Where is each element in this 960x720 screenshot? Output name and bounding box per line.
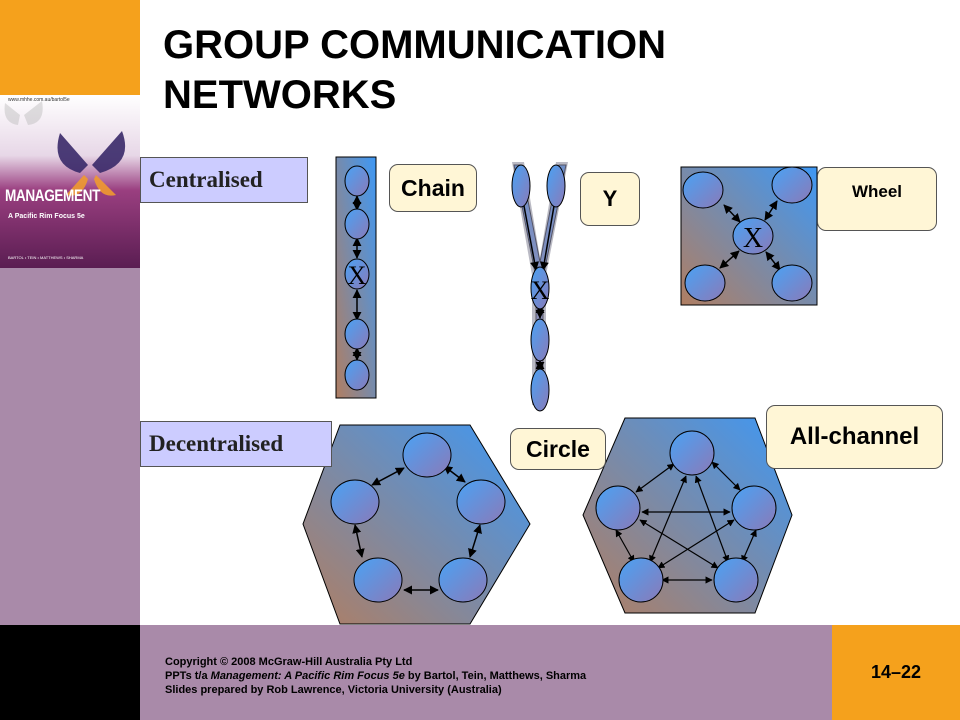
footer-black-block: [0, 625, 140, 720]
all-channel-node: [595, 485, 641, 531]
ppts-suffix: by Bartol, Tein, Matthews, Sharma: [404, 670, 587, 682]
y-hub-marker: X: [531, 276, 550, 305]
y-node: [530, 318, 550, 362]
centralised-label: Centralised: [140, 157, 308, 203]
ppts-prefix: PPTs t/a: [165, 670, 211, 682]
wheel-node: [684, 264, 726, 302]
wheel-hub-marker: X: [743, 223, 763, 254]
chain-hub-marker: X: [348, 261, 367, 290]
y-network: X: [511, 162, 568, 412]
ppts-line: PPTs t/a Management: A Pacific Rim Focus…: [165, 669, 586, 683]
wheel-node: [682, 171, 724, 209]
y-label: Y: [580, 172, 640, 226]
book-cover-image: www.mhhe.com.au/bartol5e MANAGEMENT A Pa…: [0, 95, 140, 268]
circle-node: [330, 479, 380, 525]
book-title: Management: A Pacific Rim Focus 5e: [210, 670, 405, 682]
wheel-node: [771, 166, 813, 204]
chain-label: Chain: [389, 164, 477, 212]
circle-node: [438, 557, 488, 603]
footer-orange-block: [832, 625, 960, 720]
decentralised-label: Decentralised: [140, 421, 332, 467]
slide-title: GROUP COMMUNICATION NETWORKS: [163, 23, 666, 117]
y-node: [546, 164, 566, 208]
footer-bar: [0, 625, 960, 720]
prepared-by-line: Slides prepared by Rob Lawrence, Victori…: [165, 684, 502, 696]
y-node: [530, 368, 550, 412]
circle-network: [302, 424, 531, 625]
cover-title: MANAGEMENT: [5, 186, 100, 205]
all-channel-node: [618, 557, 664, 603]
butterfly-icon: [57, 131, 126, 196]
book-cover-art: [0, 95, 140, 268]
chain-node: [344, 208, 370, 240]
wheel-hub-node: [732, 217, 774, 255]
chain-node: [344, 318, 370, 350]
chain-hub-node: [344, 258, 370, 290]
circle-label: Circle: [510, 428, 606, 470]
all-channel-node: [731, 485, 777, 531]
all-channel-node: [713, 557, 759, 603]
cover-authors: BARTOL • TEIN • MATTHEWS • SHARMA: [8, 255, 84, 260]
slide-number: 14–22: [870, 662, 922, 682]
cover-subtitle: A Pacific Rim Focus 5e: [8, 213, 85, 220]
all-channel-network: [582, 417, 793, 614]
y-node: [511, 164, 531, 208]
chain-network: X: [335, 156, 377, 399]
chain-node: [344, 165, 370, 197]
wheel-label: Wheel: [817, 167, 937, 231]
circle-node: [456, 479, 506, 525]
accent-block-top: [0, 0, 140, 95]
chain-node: [344, 359, 370, 391]
butterfly-faded-icon: [4, 101, 43, 125]
circle-node: [402, 432, 452, 478]
network-diagrams: X X X: [302, 156, 818, 625]
all-channel-node: [669, 430, 715, 476]
wheel-node: [771, 264, 813, 302]
wheel-network: X: [680, 166, 818, 306]
copyright-notice: Copyright © 2008 McGraw-Hill Australia P…: [165, 655, 586, 697]
copyright-line: Copyright © 2008 McGraw-Hill Australia P…: [165, 656, 413, 668]
cover-url: www.mhhe.com.au/bartol5e: [8, 97, 70, 103]
circle-node: [353, 557, 403, 603]
all-channel-label: All-channel: [766, 405, 943, 469]
y-hub-node: [530, 266, 550, 310]
